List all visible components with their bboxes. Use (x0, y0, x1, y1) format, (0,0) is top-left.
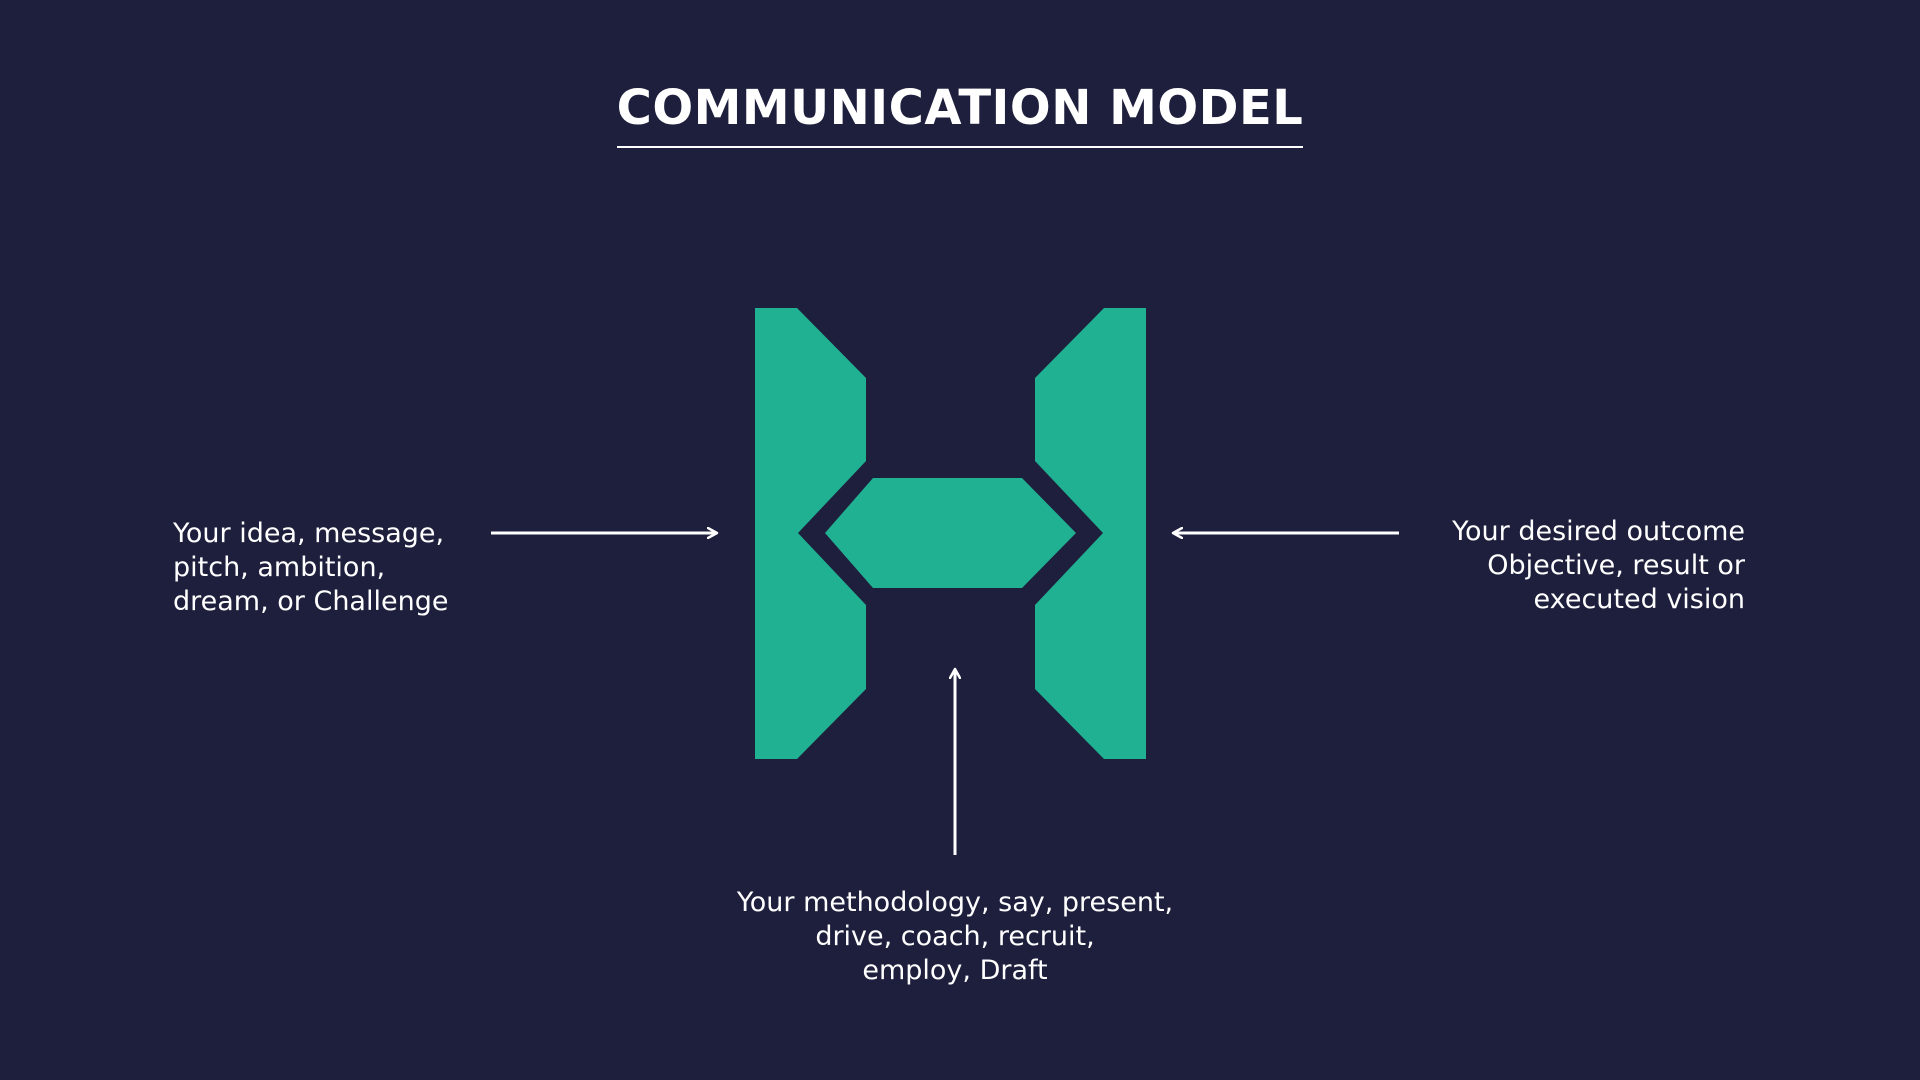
outcome-label: Your desired outcome Objective, result o… (1452, 516, 1745, 615)
logo-left-lower (755, 533, 866, 759)
title-text: COMMUNICATION MODEL (616, 76, 1304, 148)
method-label: Your methodology, say, present, drive, c… (736, 887, 1174, 986)
logo-center-hexagon (825, 478, 1076, 588)
logo-left-upper (755, 308, 866, 533)
input-label: Your idea, message, pitch, ambition, dre… (173, 518, 449, 617)
h-logo-icon (755, 308, 1146, 759)
logo-right-upper (1035, 308, 1146, 533)
page-title: COMMUNICATION MODEL (0, 76, 1920, 148)
logo-right-lower (1035, 533, 1146, 759)
